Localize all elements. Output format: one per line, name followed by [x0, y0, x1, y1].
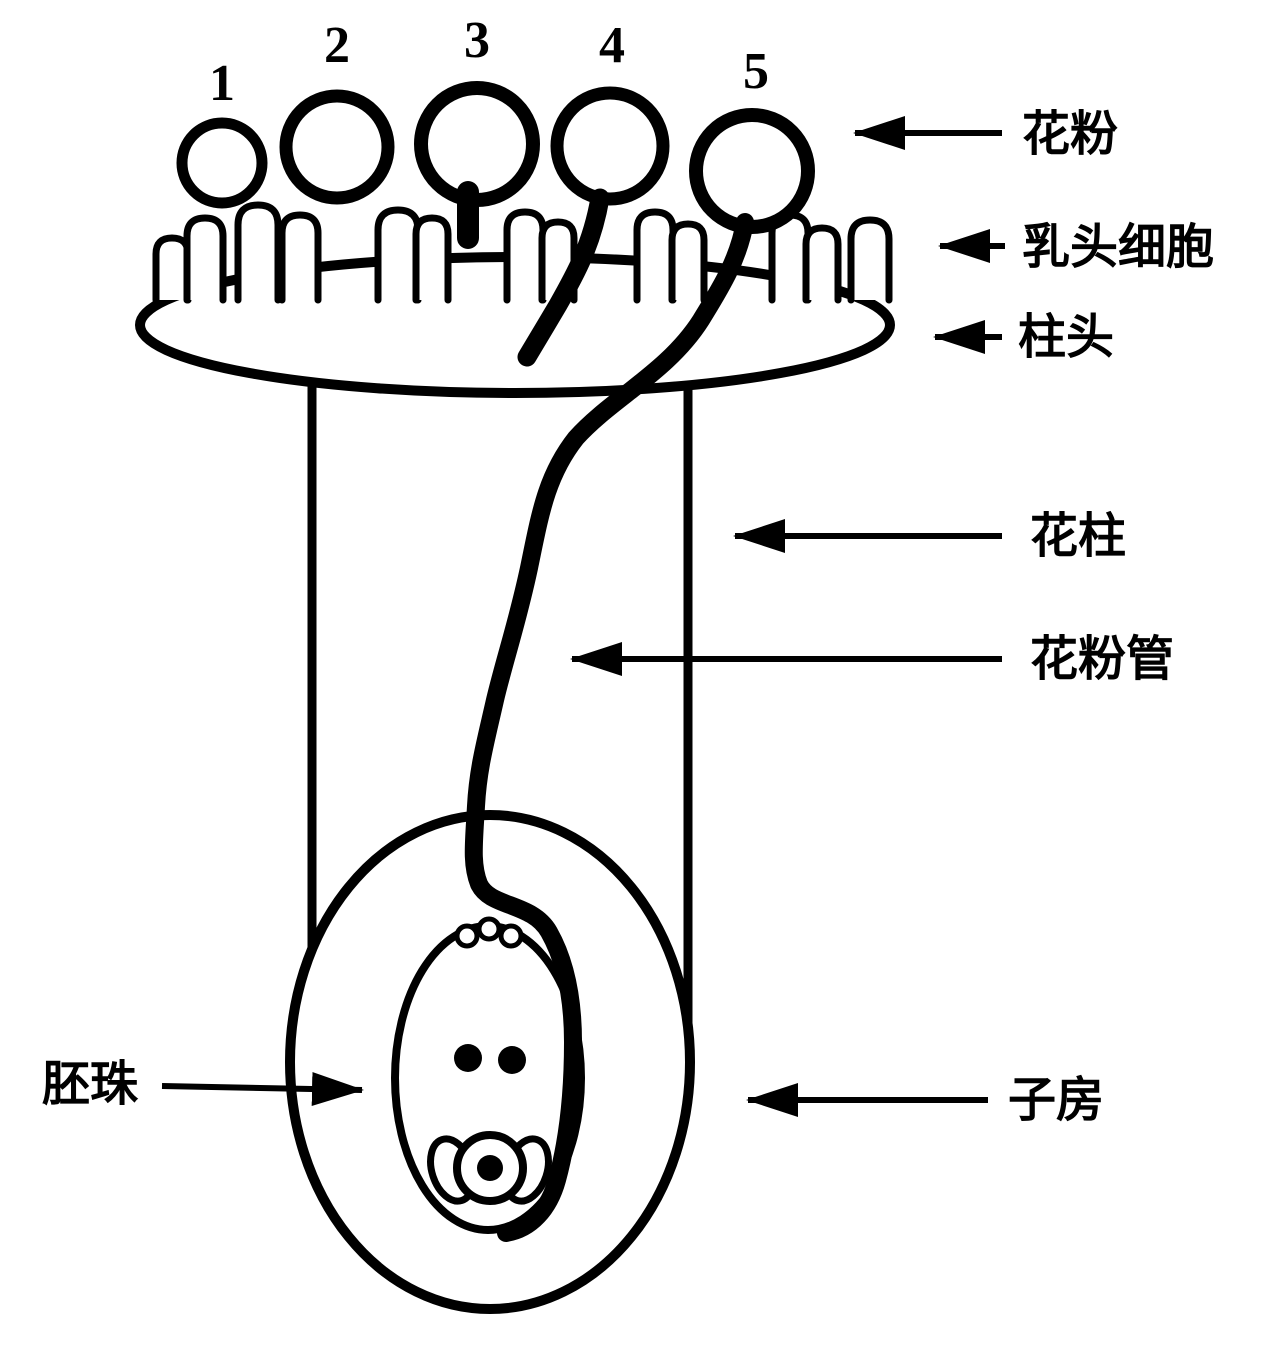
papilla-cell	[412, 214, 452, 304]
pollen-grains	[176, 81, 815, 234]
pollen-numbers: 1 2 3 4 5	[209, 12, 769, 112]
papilla-cell	[183, 214, 227, 304]
papilla-cell	[802, 224, 842, 304]
papilla-cell	[234, 201, 282, 304]
pollen-number-5: 5	[743, 43, 769, 100]
callout-arrows	[161, 116, 1005, 1117]
papilla-cell	[668, 220, 708, 304]
papilla-cell	[278, 211, 322, 304]
callout-labels: 花粉 乳头细胞 柱头 花柱 花粉管 子房 胚珠	[42, 108, 1214, 1127]
pollen-grain-5	[689, 108, 815, 234]
pollen-number-2: 2	[324, 17, 350, 74]
pollen-tube-label: 花粉管	[1030, 633, 1174, 686]
style-walls	[307, 380, 693, 1024]
egg-nucleus	[477, 1155, 503, 1181]
papilla-cells	[152, 201, 893, 304]
style-label: 花柱	[1030, 510, 1126, 563]
pollen-number-4: 4	[599, 17, 625, 74]
ovule-arrow	[161, 1072, 364, 1106]
egg-apparatus	[427, 1131, 552, 1205]
pollen-label: 花粉	[1022, 108, 1118, 161]
pollen-grain-3	[414, 81, 540, 207]
pollen-tube-long-5	[464, 213, 754, 1242]
ovule-apex-cell	[498, 923, 524, 949]
pollen-number-1: 1	[209, 55, 235, 112]
polar-nucleus	[454, 1044, 482, 1072]
papilla-cell	[633, 208, 677, 304]
pollen-grain-2	[279, 89, 395, 205]
polar-nucleus	[498, 1046, 526, 1074]
pollen-tube-mid-4	[517, 188, 610, 367]
papilla-cell	[374, 206, 422, 304]
pollen-tubes	[457, 181, 754, 1242]
ovule-apex-cell	[454, 923, 480, 949]
papilla-cell	[847, 216, 893, 304]
stigma-label: 柱头	[1018, 311, 1114, 364]
papilla-cells-label: 乳头细胞	[1022, 221, 1214, 274]
papilla-cell	[152, 234, 192, 304]
pollen-grain-1	[176, 117, 268, 209]
ovary-label: 子房	[1008, 1074, 1104, 1127]
ovule-label: 胚珠	[42, 1058, 139, 1111]
pollen-number-3: 3	[464, 12, 490, 69]
ovule-apex-cell	[476, 916, 502, 942]
pollen-grain-4	[550, 86, 670, 206]
papilla-cell	[503, 208, 547, 304]
